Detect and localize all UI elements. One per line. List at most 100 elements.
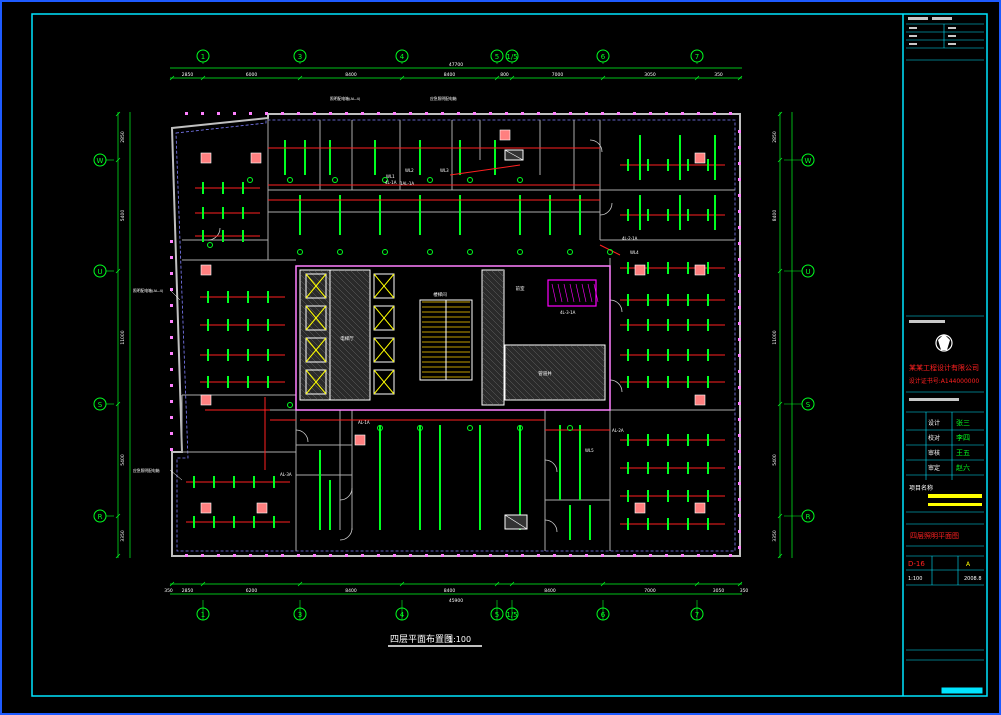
hatch-line	[299, 273, 331, 305]
wall-stud	[297, 554, 300, 557]
project-name-bar	[928, 494, 982, 498]
dim-text-right: 3350	[772, 530, 778, 542]
dim-text-top: 800	[500, 72, 509, 78]
hatch-line	[545, 344, 602, 401]
hatch-line	[481, 326, 505, 350]
downlight-pad	[200, 394, 212, 406]
emergency-light	[297, 249, 303, 255]
panel-note: 照明配电箱(AL-4)	[133, 288, 164, 293]
dim-text-right: 11000	[772, 330, 778, 344]
emergency-light	[382, 177, 388, 183]
wall-stud	[738, 450, 741, 453]
emergency-light	[467, 177, 473, 183]
hatch-line	[481, 338, 505, 362]
wall-stud	[409, 554, 412, 557]
drawing-title-group: 四层平面布置图 1:100	[388, 633, 482, 647]
wall-stud	[217, 112, 220, 115]
grid-row-label: W	[97, 157, 104, 165]
dim-text-left: 3350	[120, 530, 126, 542]
panel-diag	[504, 514, 528, 530]
hatch-line	[299, 375, 325, 401]
company-logo-icon	[935, 334, 953, 352]
wall-stud	[738, 402, 741, 405]
emergency-light	[287, 177, 293, 183]
wall-stud	[441, 112, 444, 115]
circuit-tag: 4L-1A	[385, 180, 397, 185]
circuit-tag: AL-3A	[280, 472, 292, 477]
grid-row-label: S	[806, 401, 811, 409]
dim-tick	[509, 581, 515, 587]
hatch-line	[563, 344, 606, 387]
circuit-tag: WL3	[440, 168, 449, 173]
hatch-line	[299, 393, 307, 401]
hatch-line	[481, 308, 505, 332]
grid-row-label: U	[805, 268, 810, 276]
downlight-pad	[634, 264, 646, 276]
wall-stud	[729, 112, 732, 115]
panel-note: 照明配电箱(AL-4)	[330, 96, 361, 101]
elevator-box	[305, 273, 327, 299]
dim-tick	[777, 401, 783, 407]
hatch-line	[481, 356, 505, 380]
grid-col-label: 1	[201, 53, 205, 61]
dim-tick	[297, 581, 303, 587]
room-label-stair: 楼梯间	[433, 291, 447, 298]
dim-text-right: 2850	[772, 131, 778, 143]
wall-stud	[393, 112, 396, 115]
door-swing	[295, 429, 309, 443]
hatch-line	[299, 297, 331, 329]
hatch-line	[575, 344, 606, 375]
hatch-line	[599, 344, 606, 351]
downlight-pad	[354, 434, 366, 446]
wall-stud	[665, 554, 668, 557]
hatch-line	[515, 344, 572, 401]
grid-row-label: S	[98, 401, 103, 409]
wall-stud	[738, 226, 741, 229]
elevator-box	[305, 337, 327, 363]
emergency-light	[517, 177, 523, 183]
wall-stud	[738, 322, 741, 325]
dim-tick	[600, 581, 606, 587]
wall-stud	[738, 290, 741, 293]
tb-header-bar	[909, 398, 959, 401]
hatch-line	[481, 398, 489, 406]
tb-header-bar	[932, 17, 952, 20]
hatch-line	[331, 269, 371, 309]
downlight-pad	[200, 152, 212, 164]
door-swing	[339, 487, 353, 501]
wall-stud	[738, 162, 741, 165]
dim-tick	[494, 581, 500, 587]
grid-col-label: 4	[400, 53, 405, 61]
hatch-line	[329, 291, 371, 333]
wall-stud	[473, 112, 476, 115]
door-swing	[544, 519, 558, 533]
dim-text-top: 8400	[444, 72, 456, 78]
service-room-hatch	[504, 344, 606, 401]
wall-stud	[393, 554, 396, 557]
hatch-line	[502, 269, 505, 272]
elevator-car	[305, 305, 327, 331]
dim-text-top: 3050	[644, 72, 656, 78]
role-name: 李四	[956, 433, 970, 442]
wall-stud	[738, 242, 741, 245]
room-label-shaft: 管道井	[538, 370, 552, 377]
elevator-car	[373, 273, 395, 299]
hatch-line	[299, 321, 331, 353]
wall-stud	[170, 336, 173, 339]
hatch-line	[481, 374, 505, 398]
wall-stud	[249, 554, 252, 557]
role-name: 王五	[956, 449, 970, 457]
hatch-line	[490, 269, 505, 284]
grid-col-label: 6	[601, 53, 606, 61]
wall-stud	[170, 352, 173, 355]
elevator-cross	[373, 305, 395, 331]
wall-stud	[738, 514, 741, 517]
hatch-line	[484, 269, 505, 290]
wall-stud	[537, 554, 540, 557]
wall-stud	[738, 546, 741, 549]
dim-tick	[777, 553, 783, 559]
door-swing	[207, 227, 221, 241]
wall-stud	[170, 272, 173, 275]
hatch-line	[329, 357, 371, 399]
